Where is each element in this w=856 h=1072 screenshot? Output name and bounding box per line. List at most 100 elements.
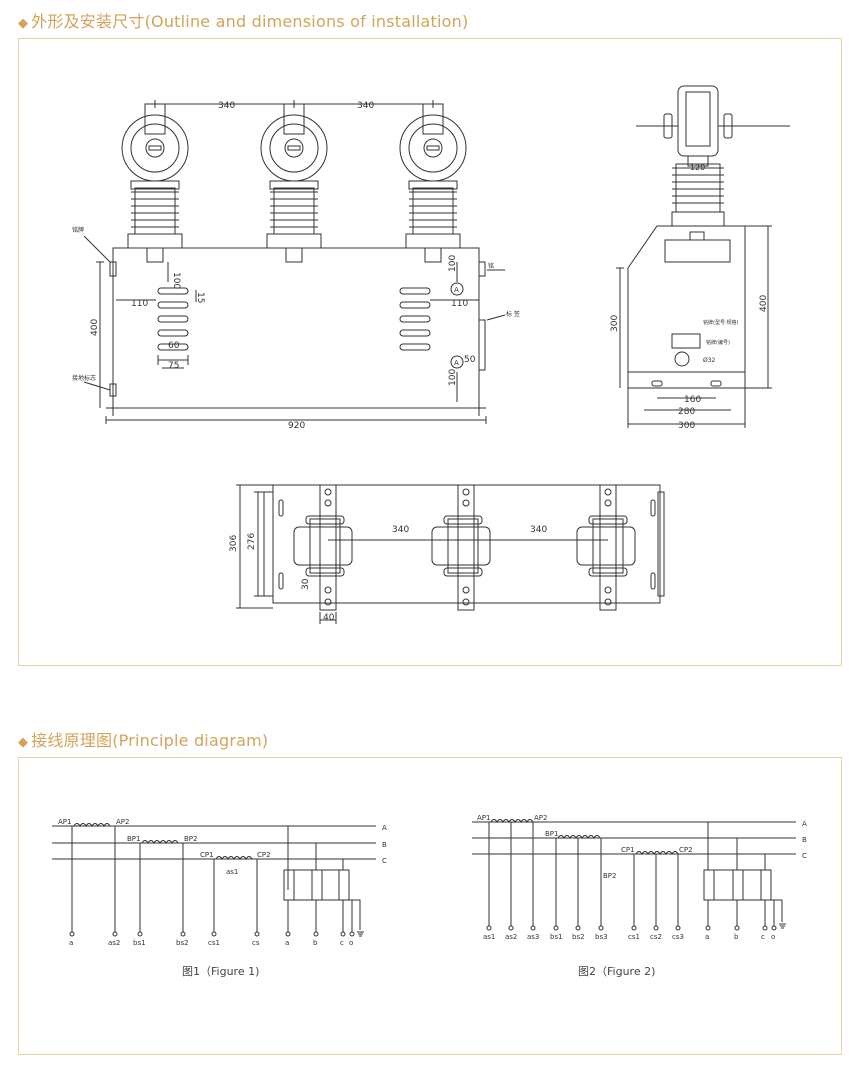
fig2-terminal: b (734, 933, 739, 941)
fig2-terminal: cs2 (650, 933, 662, 941)
front-dim-height: 400 (90, 319, 100, 336)
fig2-label-cp2: CP2 (679, 846, 693, 854)
side-dim-d1: 160 (684, 395, 701, 405)
fig1-label-bp1: BP1 (127, 835, 140, 843)
front-dim-side-right: 110 (451, 299, 468, 309)
terminal-bar-2 (457, 484, 475, 611)
front-dim-v-bottom-right: 100 (448, 369, 458, 386)
top-dim-s2: 40 (323, 613, 335, 623)
fig1-terminal: a (69, 939, 73, 947)
side-dim-d3: 300 (678, 421, 695, 431)
front-dim-slot-base: 75 (168, 361, 179, 371)
figure1-caption: 图1（Figure 1) (182, 965, 260, 978)
fig2-line-a: A (802, 820, 807, 828)
front-dim-pitch1: 340 (218, 101, 235, 111)
outline-title-text: 外形及安装尺寸(Outline and dimensions of instal… (31, 12, 469, 31)
vent-slots-left (157, 287, 189, 369)
top-view (236, 484, 665, 624)
bushing-1 (121, 103, 189, 263)
fig1-line-a: A (382, 824, 387, 832)
front-marker-a2: A (454, 359, 459, 367)
front-view (83, 100, 506, 424)
principle-panel (18, 757, 842, 1055)
fig1-terminal: as2 (108, 939, 120, 947)
front-label-right2: 标 签 (506, 310, 520, 318)
fig2-line-c: C (802, 852, 807, 860)
fig2-terminal: as2 (505, 933, 517, 941)
fig1-label-mid: as1 (226, 868, 238, 876)
top-dim-s1: 30 (301, 578, 311, 590)
diamond-icon: ◆ (18, 16, 29, 31)
outline-section-title: ◆外形及安装尺寸(Outline and dimensions of insta… (18, 8, 468, 32)
bushing-3 (399, 103, 467, 263)
top-dim-h-inner: 276 (247, 533, 257, 550)
front-label-ground: 接地标志 (72, 374, 96, 382)
diamond-icon: ◆ (18, 735, 29, 750)
terminal-bar-3 (599, 484, 617, 611)
front-dim-side-left: 110 (131, 299, 148, 309)
top-dim-h-outer: 306 (229, 535, 239, 552)
front-dim-slot-width: 60 (168, 341, 180, 351)
principle-title-text: 接线原理图(Principle diagram) (31, 731, 269, 750)
fig1-terminal: a (285, 939, 289, 947)
fig2-terminal: cs3 (672, 933, 684, 941)
fig1-label-cp2: CP2 (257, 851, 271, 859)
fig1-terminal: c (340, 939, 344, 947)
fig1-label-ap2: AP2 (116, 818, 129, 826)
fig1-terminal: bs2 (176, 939, 189, 947)
side-label-hole: Ø32 (703, 357, 716, 364)
front-marker-a1: A (454, 286, 459, 294)
fig1-label-ap1: AP1 (58, 818, 71, 826)
side-view (616, 85, 790, 428)
fig2-label-ap1: AP1 (477, 814, 490, 822)
outline-panel (18, 38, 842, 666)
figure2-diagram (472, 819, 796, 931)
principle-section-title: ◆接线原理图(Principle diagram) (18, 727, 268, 751)
fig2-label-bp2: BP2 (603, 872, 616, 880)
front-dim-v-top-left: 100 (171, 272, 181, 289)
fig1-line-b: B (382, 841, 387, 849)
fig2-label-cp1: CP1 (621, 846, 635, 854)
front-dim-slot-h: 15 (195, 292, 205, 303)
figure1-diagram (52, 823, 376, 937)
fig1-terminal: cs (252, 939, 260, 947)
fig2-terminal: as3 (527, 933, 539, 941)
top-dim-pitch2: 340 (530, 525, 547, 535)
side-dim-height: 400 (759, 295, 769, 312)
fig2-terminal: a (705, 933, 709, 941)
fig1-label-bp2: BP2 (184, 835, 197, 843)
fig1-terminal: o (349, 939, 353, 947)
side-dim-ct: 120 (690, 163, 705, 172)
fig2-label-ap2: AP2 (534, 814, 547, 822)
bushing-2 (260, 103, 328, 263)
side-label-plate: 铭牌(型号·规格) (703, 319, 739, 326)
top-dim-pitch1: 340 (392, 525, 409, 535)
fig1-terminal: b (313, 939, 318, 947)
fig2-line-b: B (802, 836, 807, 844)
front-dim-pitch2: 340 (357, 101, 374, 111)
fig2-terminal: bs1 (550, 933, 563, 941)
fig2-terminal: o (771, 933, 775, 941)
front-label-nameplate: 铭牌 (72, 226, 84, 234)
fig2-terminal: c (761, 933, 765, 941)
front-dim-hole: 50 (464, 355, 476, 365)
fig1-terminal: bs1 (133, 939, 146, 947)
fig1-line-c: C (382, 857, 387, 865)
fig2-terminal: as1 (483, 933, 495, 941)
side-dim-inner-height: 300 (610, 315, 620, 332)
front-dim-v-top-right: 100 (448, 255, 458, 272)
fig1-terminal: cs1 (208, 939, 220, 947)
vent-slots-right (399, 287, 431, 351)
fig2-label-bp1: BP1 (545, 830, 558, 838)
terminal-bar-1 (319, 484, 337, 611)
side-label-plate2: 铭牌(编号) (706, 339, 730, 346)
figure2-caption: 图2（Figure 2) (578, 965, 656, 978)
front-dim-width: 920 (288, 421, 305, 431)
fig1-label-cp1: CP1 (200, 851, 214, 859)
fig2-terminal: cs1 (628, 933, 640, 941)
side-dim-d2: 280 (678, 407, 695, 417)
fig2-terminal: bs3 (595, 933, 608, 941)
fig2-terminal: bs2 (572, 933, 585, 941)
front-label-right1: 铭 (488, 262, 494, 270)
